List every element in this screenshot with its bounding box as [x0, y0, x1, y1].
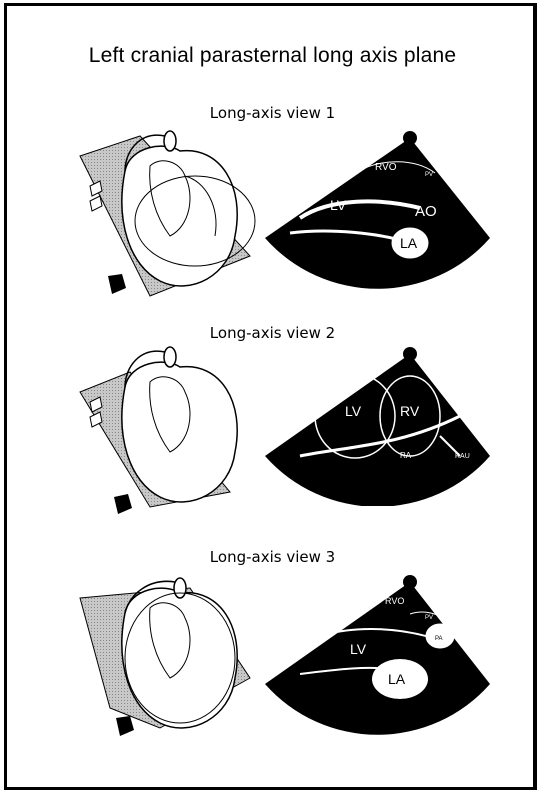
echo-image-1: RVO PV LV AO LA [260, 128, 495, 298]
structure-label-rau: RAU [455, 453, 470, 460]
aorta-icon [164, 347, 176, 367]
structure-label-rvo: RVO [375, 162, 397, 173]
structure-label-pa: PA [435, 636, 443, 642]
structure-label-la: LA [388, 671, 406, 687]
transducer-icon [116, 716, 134, 736]
structure-label-lv: LV [350, 641, 367, 657]
figure-title: Left cranial parasternal long axis plane [0, 44, 545, 68]
ultrasound-sector [265, 354, 490, 506]
structure-label-lv: LV [330, 197, 347, 213]
view-2-label: Long-axis view 2 [0, 324, 545, 342]
view-1-label: Long-axis view 1 [0, 104, 545, 122]
aorta-icon [164, 131, 176, 151]
structure-label-la: LA [400, 235, 418, 251]
echo-image-3: RVO PV LV PA LA [260, 574, 495, 739]
structure-label-ra: RA [400, 451, 412, 460]
transducer-icon [108, 274, 126, 294]
ultrasound-sector [265, 138, 490, 289]
transducer-icon [114, 494, 132, 514]
heart-plane-diagram-3 [70, 568, 260, 748]
structure-label-rv: RV [400, 403, 420, 419]
ultrasound-sector [265, 582, 490, 735]
heart-plane-diagram-1 [70, 126, 260, 306]
structure-label-lv: LV [345, 403, 362, 419]
structure-label-pv: PV [425, 615, 433, 621]
structure-label-rvo: RVO [385, 596, 404, 606]
view-3-label: Long-axis view 3 [0, 548, 545, 566]
echo-image-2: LV RV RA RAU [260, 346, 495, 506]
structure-label-pv: PV [425, 172, 433, 178]
structure-label-ao: AO [415, 203, 437, 220]
heart-plane-diagram-2 [70, 342, 260, 522]
aorta-icon [174, 578, 186, 598]
